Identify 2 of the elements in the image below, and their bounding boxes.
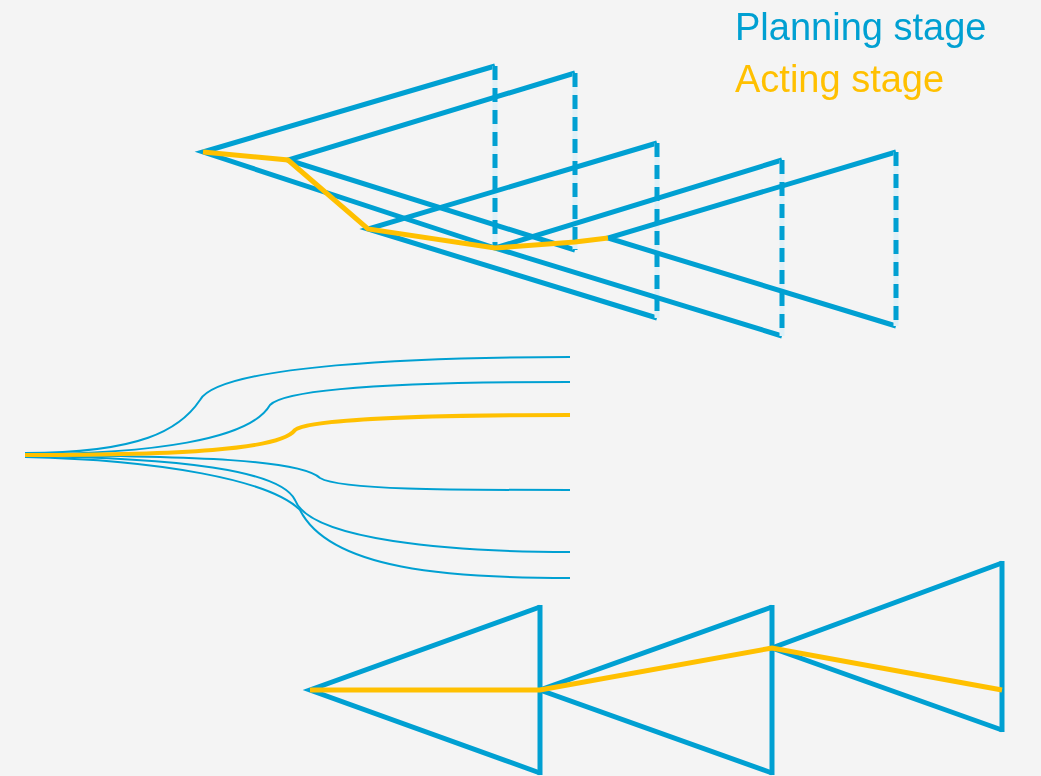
legend-text: Acting stage [735, 60, 945, 98]
legend-text: Planning stage [735, 8, 987, 46]
